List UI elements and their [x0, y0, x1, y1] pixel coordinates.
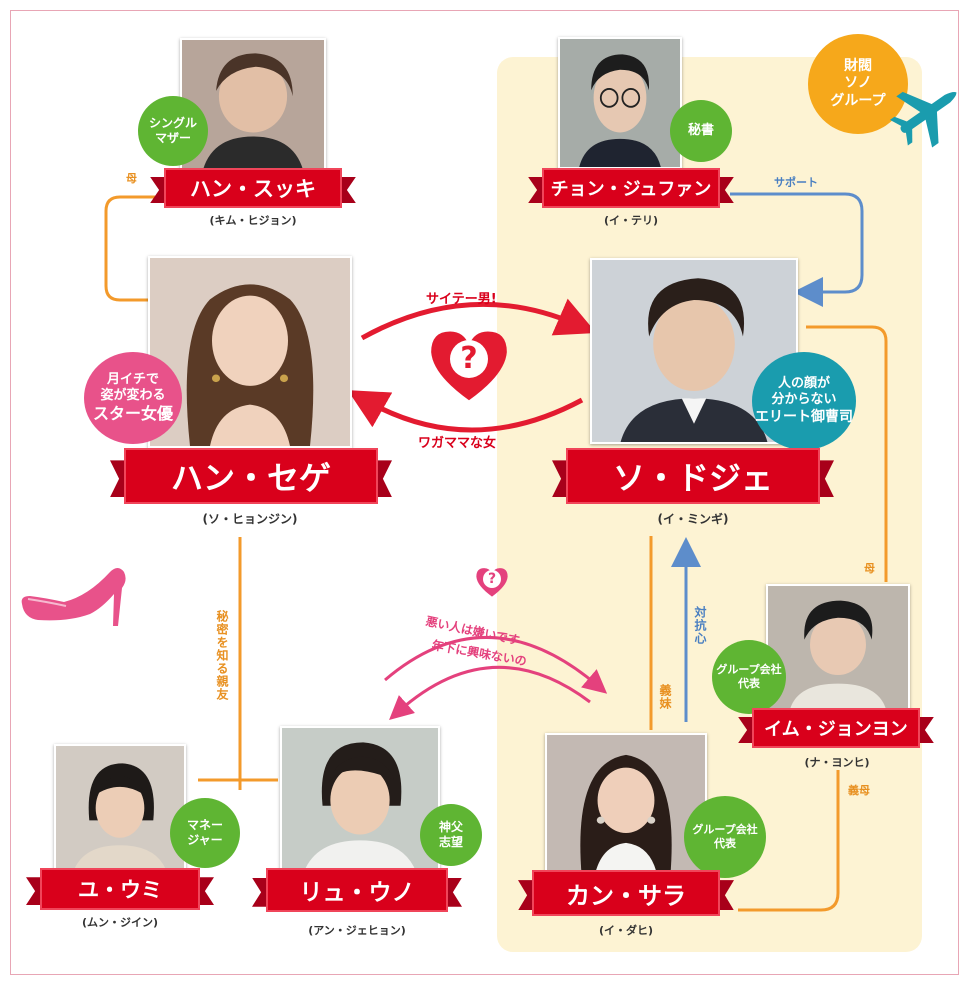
- label-mother-top: 母: [126, 172, 137, 185]
- small-heart-question-icon: ?: [474, 566, 510, 598]
- label-secret-friend: 秘密を知る親友: [215, 610, 229, 701]
- photo-ryu-uno: [280, 726, 440, 874]
- small-heart-question-mark: ?: [483, 570, 501, 588]
- plate-han-sege: ハン・セゲ: [110, 448, 392, 504]
- sono-group-line-1: 財閥: [843, 57, 872, 74]
- tag-han-sege-2: 姿が変わる: [100, 388, 166, 403]
- photo-im-jonyon: [766, 584, 910, 710]
- heart-question-icon: ?: [426, 326, 512, 404]
- tag-han-sukki-1: シングル: [148, 116, 197, 130]
- tag-so-doje: 人の顔が分からないエリート御曹司: [752, 352, 856, 450]
- label-wagamama: ワガママな女: [418, 436, 497, 451]
- airplane-icon: [889, 91, 957, 148]
- link-support: [730, 192, 864, 307]
- sono-group-line-3: グループ: [830, 92, 886, 109]
- name-yu-umi: ユ・ウミ: [40, 868, 200, 910]
- link-toshishita: [389, 665, 591, 720]
- plate-kan-sara: カン・サラ: [518, 870, 734, 916]
- tag-jeon-jufan-1: 秘書: [687, 122, 714, 138]
- link-mother-top: [104, 195, 155, 302]
- name-han-sukki: ハン・スッキ: [164, 168, 342, 208]
- link-gibo: [738, 770, 840, 912]
- tag-ryu-uno-1: 神父: [438, 820, 463, 834]
- photo-kan-sara: [545, 733, 707, 879]
- link-wagamama: [347, 390, 584, 433]
- tag-im-jonyon-1: グループ会社: [716, 663, 782, 677]
- tag-kan-sara: グループ会社代表: [684, 796, 766, 878]
- plate-ryu-uno: リュ・ウノ: [252, 868, 462, 912]
- plate-jeon-jufan: チョン・ジュファン: [528, 168, 734, 208]
- photo-han-sukki: [180, 38, 326, 176]
- photo-han-sege: [148, 256, 352, 448]
- tag-kan-sara-1: グループ会社: [692, 823, 758, 837]
- page-frame: [10, 10, 959, 975]
- plate-han-sukki: ハン・スッキ: [150, 168, 356, 208]
- plate-yu-umi: ユ・ウミ: [26, 868, 214, 910]
- tag-kan-sara-2: 代表: [714, 837, 736, 850]
- label-mother-right: 母: [864, 562, 875, 575]
- link-saitei: [360, 298, 597, 341]
- tag-ryu-uno: 神父志望: [420, 804, 482, 866]
- label-gimai: 義妹: [658, 684, 672, 710]
- tag-jeon-jufan: 秘書: [670, 100, 732, 162]
- actor-kan-sara: (イ・ダヒ): [598, 924, 654, 937]
- tag-han-sege: 月イチで姿が変わるスター女優: [84, 352, 182, 444]
- tag-so-doje-2: 分からない: [771, 392, 837, 408]
- plate-im-jonyon: イム・ジョンヨン: [738, 708, 934, 748]
- name-so-doje: ソ・ドジェ: [566, 448, 820, 504]
- name-han-sege: ハン・セゲ: [124, 448, 378, 504]
- tag-so-doje-1: 人の顔が: [777, 376, 830, 391]
- tag-im-jonyon: グループ会社代表: [712, 640, 786, 714]
- actor-han-sukki: (キム・ヒジョン): [209, 214, 297, 227]
- actor-jeon-jufan: (イ・テリ): [603, 214, 659, 227]
- link-warui: [384, 635, 608, 694]
- high-heel-icon: [21, 568, 126, 626]
- sono-group-line-2: ソノ: [844, 75, 872, 92]
- name-kan-sara: カン・サラ: [532, 870, 720, 916]
- tag-so-doje-3: エリート御曹司: [755, 408, 853, 425]
- tag-yu-umi: マネージャー: [170, 798, 240, 868]
- heart-question-mark: ?: [450, 340, 488, 378]
- sono-group-badge: 財閥 ソノ グループ: [808, 34, 908, 134]
- tag-han-sukki: シングルマザー: [138, 96, 208, 166]
- name-jeon-jufan: チョン・ジュファン: [542, 168, 720, 208]
- name-ryu-uno: リュ・ウノ: [266, 868, 448, 912]
- label-support: サポート: [774, 176, 818, 189]
- plate-so-doje: ソ・ドジェ: [552, 448, 834, 504]
- tag-han-sege-3: スター女優: [92, 404, 173, 424]
- tag-im-jonyon-2: 代表: [738, 677, 760, 690]
- actor-so-doje: (イ・ミンギ): [657, 512, 729, 526]
- tag-han-sukki-2: マザー: [154, 131, 191, 145]
- tag-han-sege-1: 月イチで: [106, 371, 159, 387]
- link-mother-right: [806, 325, 888, 582]
- actor-im-jonyon: (ナ・ヨンヒ): [804, 756, 870, 769]
- actor-ryu-uno: (アン・ジェヒョン): [308, 924, 406, 937]
- label-taikoshin: 対抗心: [693, 606, 707, 645]
- label-saitei: サイテー男!: [426, 292, 497, 307]
- photo-yu-umi: [54, 744, 186, 872]
- tag-ryu-uno-2: 志望: [438, 835, 463, 849]
- photo-jeon-jufan: [558, 37, 682, 169]
- tag-yu-umi-2: ジャー: [187, 833, 223, 847]
- tag-yu-umi-1: マネー: [186, 818, 223, 832]
- actor-han-sege: (ソ・ヒョンジン): [202, 512, 298, 526]
- name-im-jonyon: イム・ジョンヨン: [752, 708, 920, 748]
- actor-yu-umi: (ムン・ジイン): [81, 916, 159, 929]
- label-gibo: 義母: [848, 784, 870, 797]
